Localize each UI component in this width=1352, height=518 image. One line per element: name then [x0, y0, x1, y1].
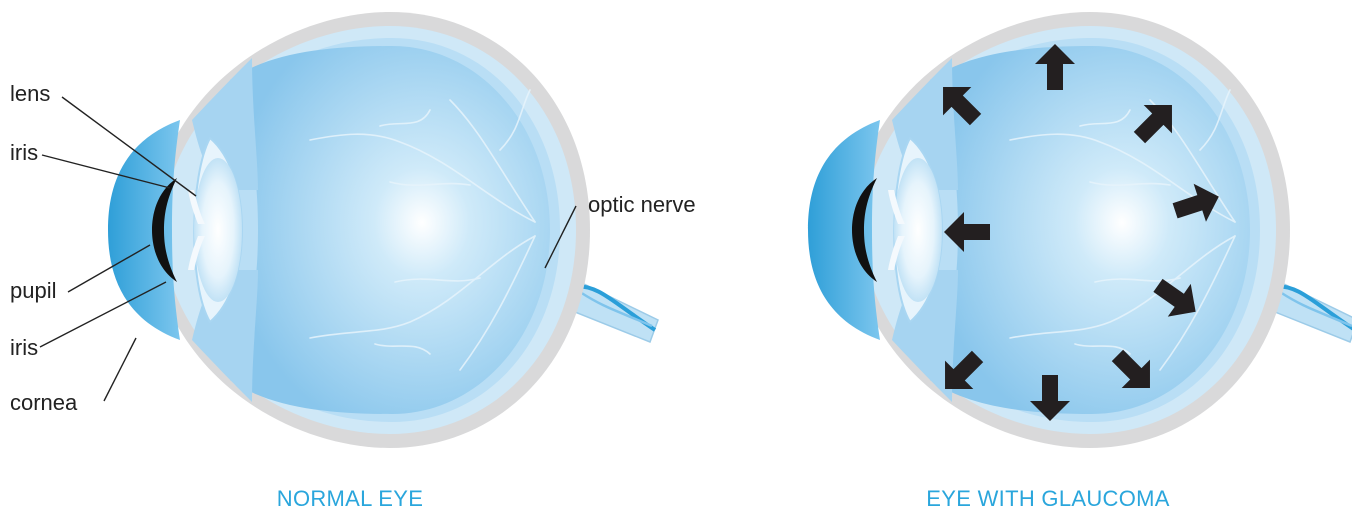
label-cornea: cornea: [10, 390, 78, 415]
label-iris-bottom: iris: [10, 335, 38, 360]
caption-glaucoma-eye: EYE WITH GLAUCOMA: [926, 486, 1169, 511]
label-pupil: pupil: [10, 278, 56, 303]
caption-normal-eye: NORMAL EYE: [277, 486, 423, 511]
normal-eye: [108, 12, 658, 448]
cornea-leader: [104, 338, 136, 401]
label-iris-top: iris: [10, 140, 38, 165]
glaucoma-eye: [808, 12, 1352, 448]
label-optic-nerve: optic nerve: [588, 192, 696, 217]
label-lens: lens: [10, 81, 50, 106]
